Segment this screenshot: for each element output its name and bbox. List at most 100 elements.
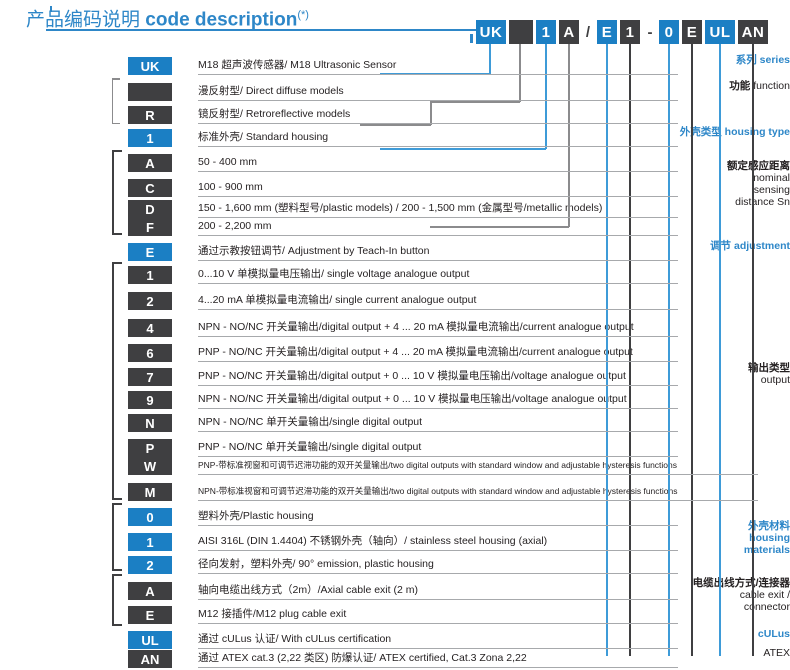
option-code-6[interactable]: 6 [128,344,172,362]
code-row-9-14: 9 NPN - NO/NC 开关量输出/digital output + 0 ..… [0,389,790,411]
option-code-a[interactable]: A [128,154,172,172]
option-description: M12 接插件/M12 plug cable exit [198,608,347,620]
option-code-4[interactable]: 4 [128,319,172,337]
desc-underline [198,235,678,236]
desc-underline [198,283,678,284]
desc-underline [198,100,678,101]
option-description: NPN - NO/NC 开关量输出/digital output + 0 ...… [198,393,627,405]
option-description: 径向发射，塑料外壳/ 90° emission, plastic housing [198,558,434,570]
option-code-n[interactable]: N [128,414,172,432]
code-row-d-6: D 150 - 1,600 mm (塑料型号/plastic models) / … [0,198,790,220]
desc-underline [198,146,678,147]
option-description: M18 超声波传感器/ M18 Ultrasonic Sensor [198,59,397,71]
desc-underline [198,385,678,386]
desc-underline [198,336,678,337]
option-description: 通过示教按钮调节/ Adjustment by Teach-In button [198,245,430,257]
title-tick [50,6,52,12]
desc-underline [198,217,678,218]
code-row-an-25: ATEX AN 通过 ATEX cat.3 (2,22 类区) 防爆认证/ ATEX… [0,647,790,670]
option-description: PNP - NO/NC 开关量输出/digital output + 0 ...… [198,370,626,382]
row-label-atex: ATEX [763,647,790,659]
desc-underline [198,456,678,457]
option-code-f[interactable]: F [128,218,172,236]
desc-underline [198,74,678,75]
desc-underline [198,648,678,649]
code-box-1: 1 [620,20,640,44]
desc-underline [198,408,678,409]
option-code-a[interactable]: A [128,582,172,600]
option-description: PNP - NO/NC 单开关量输出/single digital output [198,441,422,453]
desc-underline [198,196,678,197]
code-box-e: E [682,20,702,44]
page-title-note: (*) [297,9,309,21]
bracket-sensing-distance [112,150,122,235]
option-description: NPN - NO/NC 开关量输出/digital output + 4 ...… [198,321,634,333]
option-code-an[interactable]: AN [128,650,172,668]
code-row-e-8: 调节 adjustment E 通过示教按钮调节/ Adjustment by Te… [0,240,790,263]
code-row-p-16: P PNP - NO/NC 单开关量输出/single digital outpu… [0,437,790,459]
option-code-blank[interactable] [128,83,172,101]
code-row-6-12: 6 PNP - NO/NC 开关量输出/digital output + 4 ..… [0,342,790,364]
option-code-ul[interactable]: UL [128,631,172,649]
code-box-blank [509,20,533,44]
bracket-output [112,262,122,500]
option-code-uk[interactable]: UK [128,57,172,75]
option-code-c[interactable]: C [128,179,172,197]
option-description: 漫反射型/ Direct diffuse models [198,85,344,97]
option-code-e[interactable]: E [128,606,172,624]
option-description: NPN-带标准视窗和可调节迟滞功能的双开关量输出/two digital out… [198,486,678,496]
option-code-r[interactable]: R [128,106,172,124]
option-description: 100 - 900 mm [198,181,263,193]
option-code-e[interactable]: E [128,243,172,261]
option-code-1[interactable]: 1 [128,266,172,284]
code-box-an: AN [738,20,768,44]
option-description: 塑料外壳/Plastic housing [198,510,314,522]
option-code-0[interactable]: 0 [128,508,172,526]
option-code-p[interactable]: P [128,439,172,457]
desc-underline [198,260,678,261]
desc-underline [198,123,678,124]
option-code-1[interactable]: 1 [128,129,172,147]
desc-underline [198,361,678,362]
option-description: AISI 316L (DIN 1.4404) 不锈钢外壳（轴向）/ stainl… [198,535,548,547]
option-code-9[interactable]: 9 [128,391,172,409]
bracket-cable-exit [112,574,122,626]
page-title-text: 产品编码说明 code description(*) [26,4,309,31]
option-description: 轴向电缆出线方式（2m）/Axial cable exit (2 m) [198,584,418,596]
option-description: 通过 ATEX cat.3 (2,22 类区) 防爆认证/ ATEX certi… [198,652,527,664]
code-row-1-20: 1 AISI 316L (DIN 1.4404) 不锈钢外壳（轴向）/ stain… [0,531,790,553]
code-box-0: 0 [659,20,679,44]
code-row-e-23: E M12 接插件/M12 plug cable exit [0,604,790,626]
code-separator-4: / [585,23,591,41]
option-code-w[interactable]: W [128,457,172,475]
option-code-1[interactable]: 1 [128,533,172,551]
code-row-4-11: 4 NPN - NO/NC 开关量输出/digital output + 4 ..… [0,317,790,339]
option-code-2[interactable]: 2 [128,556,172,574]
option-description: 标准外壳/ Standard housing [198,131,329,143]
page-title: 产品编码说明 code description(*) [26,4,504,31]
option-code-d[interactable]: D [128,200,172,218]
desc-underline [198,474,758,475]
code-box-e: E [597,20,617,44]
option-code-7[interactable]: 7 [128,368,172,386]
option-code-m[interactable]: M [128,483,172,501]
page-title-en: code description [145,9,298,31]
option-description: 通过 cULus 认证/ With cULus certification [198,633,392,645]
option-description: PNP - NO/NC 开关量输出/digital output + 4 ...… [198,346,633,358]
bracket-function [112,78,120,124]
option-code-2[interactable]: 2 [128,292,172,310]
option-description: 150 - 1,600 mm (塑料型号/plastic models) / 2… [198,202,603,214]
desc-underline [198,500,758,501]
row-label-adjustment: 调节 adjustment [710,240,790,252]
code-row-m-18: M NPN-带标准视窗和可调节迟滞功能的双开关量输出/two digital ou… [0,481,790,503]
desc-underline [198,550,678,551]
